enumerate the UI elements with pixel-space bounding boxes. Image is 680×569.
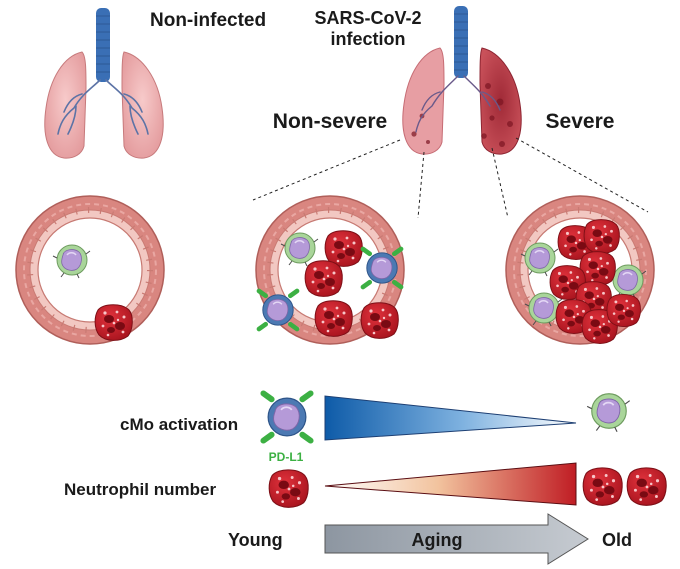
neutrophil: [583, 219, 620, 254]
label-cmo-activation: cMo activation: [120, 415, 238, 434]
label-non-severe: Non-severe: [273, 110, 387, 133]
vessel-non-severe: [256, 196, 404, 344]
label-infection-line2: infection: [331, 29, 406, 49]
label-old: Old: [602, 530, 632, 550]
label-infection-line1: SARS-CoV-2: [314, 8, 421, 28]
label-aging: Aging: [412, 530, 463, 550]
monocyte-activated: [259, 291, 297, 329]
neutrophil-legend-pair-1: [582, 467, 623, 506]
neutrophil-gradient-wedge: [324, 462, 577, 506]
neutrophil: [314, 300, 353, 337]
label-severe: Severe: [546, 110, 615, 133]
neutrophil: [324, 230, 363, 267]
neutrophil: [304, 260, 343, 297]
monocyte-activated: [363, 249, 401, 287]
neutrophil: [606, 294, 641, 327]
label-young: Young: [228, 530, 283, 550]
vessel-non-infected: [16, 196, 164, 344]
activation-gradient-wedge: [324, 395, 577, 441]
healthy-lung-illustration: [44, 8, 164, 159]
aging-arrow: [324, 513, 589, 565]
zoom-guide-lines: [252, 137, 649, 219]
label-neutrophil-number: Neutrophil number: [64, 480, 216, 499]
monocyte-activated-legend: [263, 393, 310, 440]
infected-lung-illustration: [402, 6, 522, 155]
neutrophil: [94, 304, 133, 341]
neutrophil: [360, 302, 399, 339]
neutrophil-legend-pair-2: [626, 467, 667, 506]
label-non-infected: Non-infected: [150, 10, 266, 31]
monocyte-resting-legend: [586, 392, 631, 433]
label-pd-l1: PD-L1: [269, 450, 304, 464]
vessel-severe: [506, 196, 654, 344]
neutrophil-legend-single: [268, 469, 309, 508]
